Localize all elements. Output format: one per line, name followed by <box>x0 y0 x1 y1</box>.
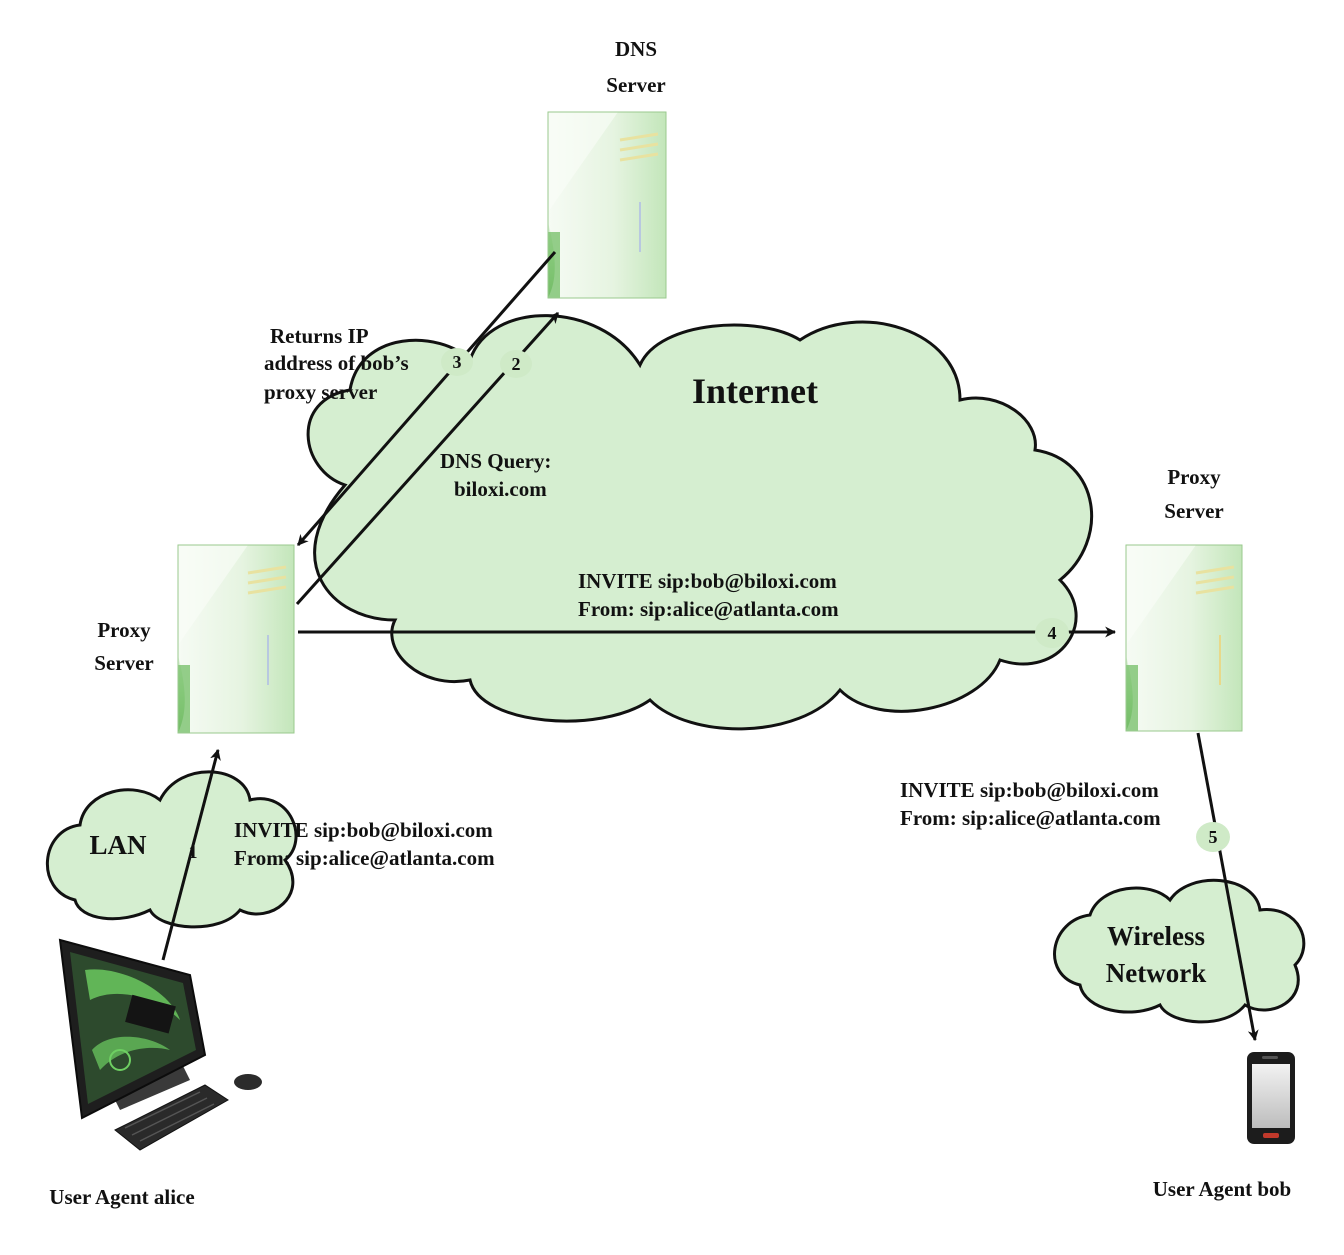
msg2-line2: biloxi.com <box>454 477 547 501</box>
step-badge-5: 5 <box>1196 822 1230 852</box>
wireless-label-line2: Network <box>1106 958 1206 988</box>
arrow-5-proxy-to-phone <box>1196 732 1259 1042</box>
dns-server-icon <box>547 111 667 299</box>
user-agent-alice-label: User Agent alice <box>49 1185 194 1209</box>
left-proxy-server-icon <box>177 544 295 734</box>
msg1-line2: From: sip:alice@atlanta.com <box>234 846 495 870</box>
arrow-3-dns-to-proxy <box>296 251 557 546</box>
step-badge-4: 4 <box>1035 618 1069 648</box>
step-badge-2: 2 <box>500 350 532 378</box>
msg2-line1: DNS Query: <box>440 449 551 473</box>
internet-label: Internet <box>692 371 818 411</box>
step-badge-3: 3 <box>441 348 473 376</box>
wireless-label-line1: Wireless <box>1107 921 1205 951</box>
svg-text:1: 1 <box>189 842 198 862</box>
msg4-line1: INVITE sip:bob@biloxi.com <box>578 569 837 593</box>
desktop-computer-icon <box>58 938 262 1151</box>
msg1-line1: INVITE sip:bob@biloxi.com <box>234 818 493 842</box>
right-proxy-label-line1: Proxy <box>1167 465 1221 489</box>
msg5-line2: From: sip:alice@atlanta.com <box>900 806 1161 830</box>
lan-cloud: LAN <box>46 770 298 929</box>
svg-text:2: 2 <box>512 354 521 374</box>
arrow-1-lan-to-proxy <box>161 748 221 961</box>
msg4-line2: From: sip:alice@atlanta.com <box>578 597 839 621</box>
dns-server-label-line1: DNS <box>615 37 657 61</box>
internet-cloud: Internet <box>306 314 1094 731</box>
msg5-line1: INVITE sip:bob@biloxi.com <box>900 778 1159 802</box>
user-agent-bob-label: User Agent bob <box>1153 1177 1291 1201</box>
msg3-line1: Returns IP <box>270 324 369 348</box>
svg-text:3: 3 <box>453 352 462 372</box>
svg-text:4: 4 <box>1048 623 1057 643</box>
msg3-line2: address of bob’s <box>264 351 409 375</box>
right-proxy-server-icon <box>1125 544 1243 732</box>
svg-text:5: 5 <box>1209 827 1218 847</box>
mobile-phone-icon <box>1247 1052 1295 1144</box>
left-proxy-label-line2: Server <box>94 651 153 675</box>
lan-label: LAN <box>89 830 147 860</box>
right-proxy-label-line2: Server <box>1164 499 1223 523</box>
msg3-line3: proxy server <box>264 380 377 404</box>
wireless-cloud: Wireless Network <box>1053 878 1306 1024</box>
dns-server-label-line2: Server <box>606 73 665 97</box>
step-badge-1: 1 <box>189 842 198 862</box>
left-proxy-label-line1: Proxy <box>97 618 151 642</box>
